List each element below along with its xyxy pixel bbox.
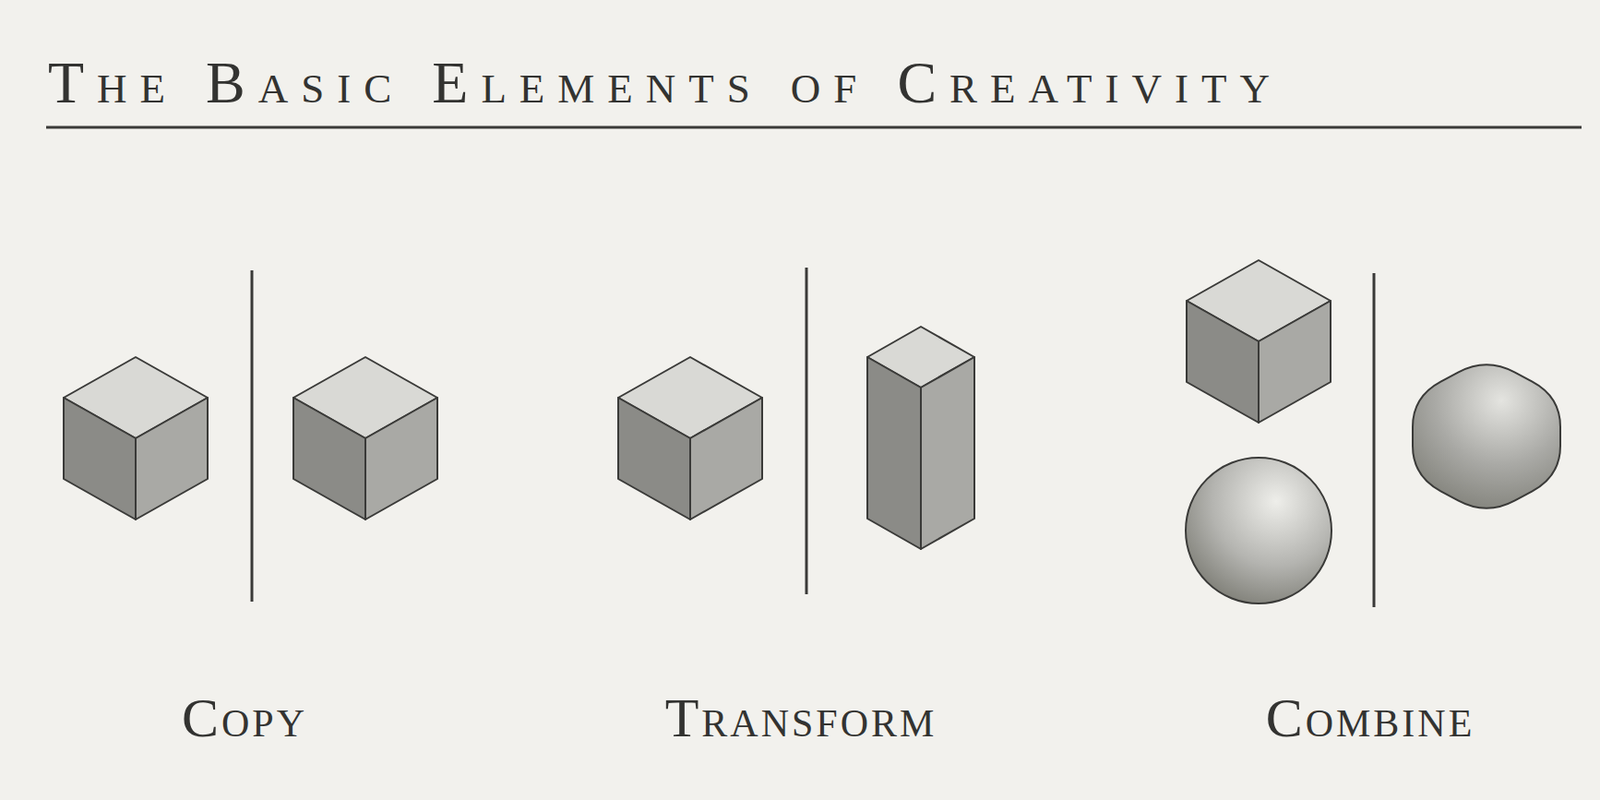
sphere [1185,457,1332,604]
group-label: Combine [1265,690,1476,746]
divider [250,270,254,602]
cube [1186,260,1331,423]
cube [63,357,208,520]
cube [618,357,763,520]
title-rule [46,126,1582,130]
cube [293,357,438,520]
divider [1373,273,1376,608]
group-label: Transform [665,690,938,746]
divider [805,267,809,595]
rounded-cube [1412,364,1561,509]
tall-box [867,326,975,550]
title: The Basic Elements of Creativity [47,53,1283,113]
group-label: Copy [181,690,308,746]
